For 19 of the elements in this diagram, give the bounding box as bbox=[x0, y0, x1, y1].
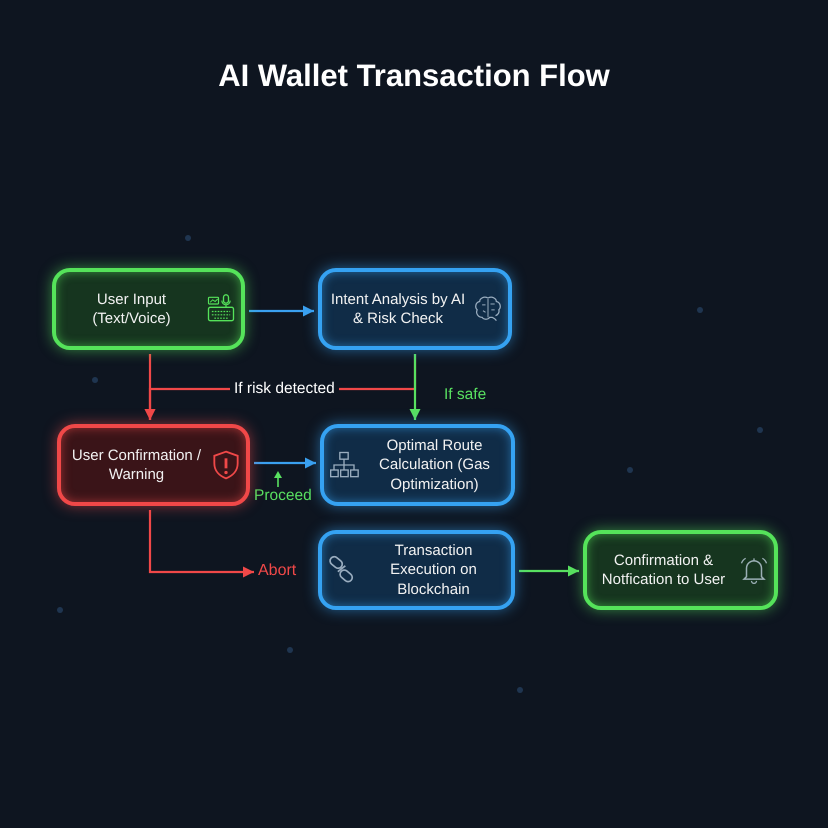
node-text: User Input (Text/Voice) bbox=[91, 290, 172, 328]
edge-label: Abort bbox=[258, 562, 296, 580]
process-box bbox=[52, 268, 245, 350]
node-text: Confirmation & Notfication to User bbox=[600, 550, 726, 590]
node-text: Transaction Execution on Blockchain bbox=[389, 540, 478, 600]
process-box bbox=[583, 530, 778, 610]
diagram-title: AI Wallet Transaction Flow bbox=[217, 58, 611, 94]
process-box bbox=[320, 424, 515, 506]
process-box bbox=[318, 268, 512, 350]
node-text: Optimal Route Calculation (Gas Optimization) bbox=[378, 436, 491, 494]
arrow bbox=[254, 458, 316, 468]
node-text: Intent Analysis by AI & Risk Check bbox=[330, 290, 466, 328]
node-text: User Confirmation / Warning bbox=[70, 446, 202, 484]
process-box bbox=[318, 530, 515, 610]
process-box bbox=[57, 424, 250, 506]
arrow bbox=[148, 510, 254, 578]
arrow bbox=[410, 354, 420, 420]
arrow bbox=[519, 566, 579, 576]
arrow bbox=[249, 306, 314, 316]
